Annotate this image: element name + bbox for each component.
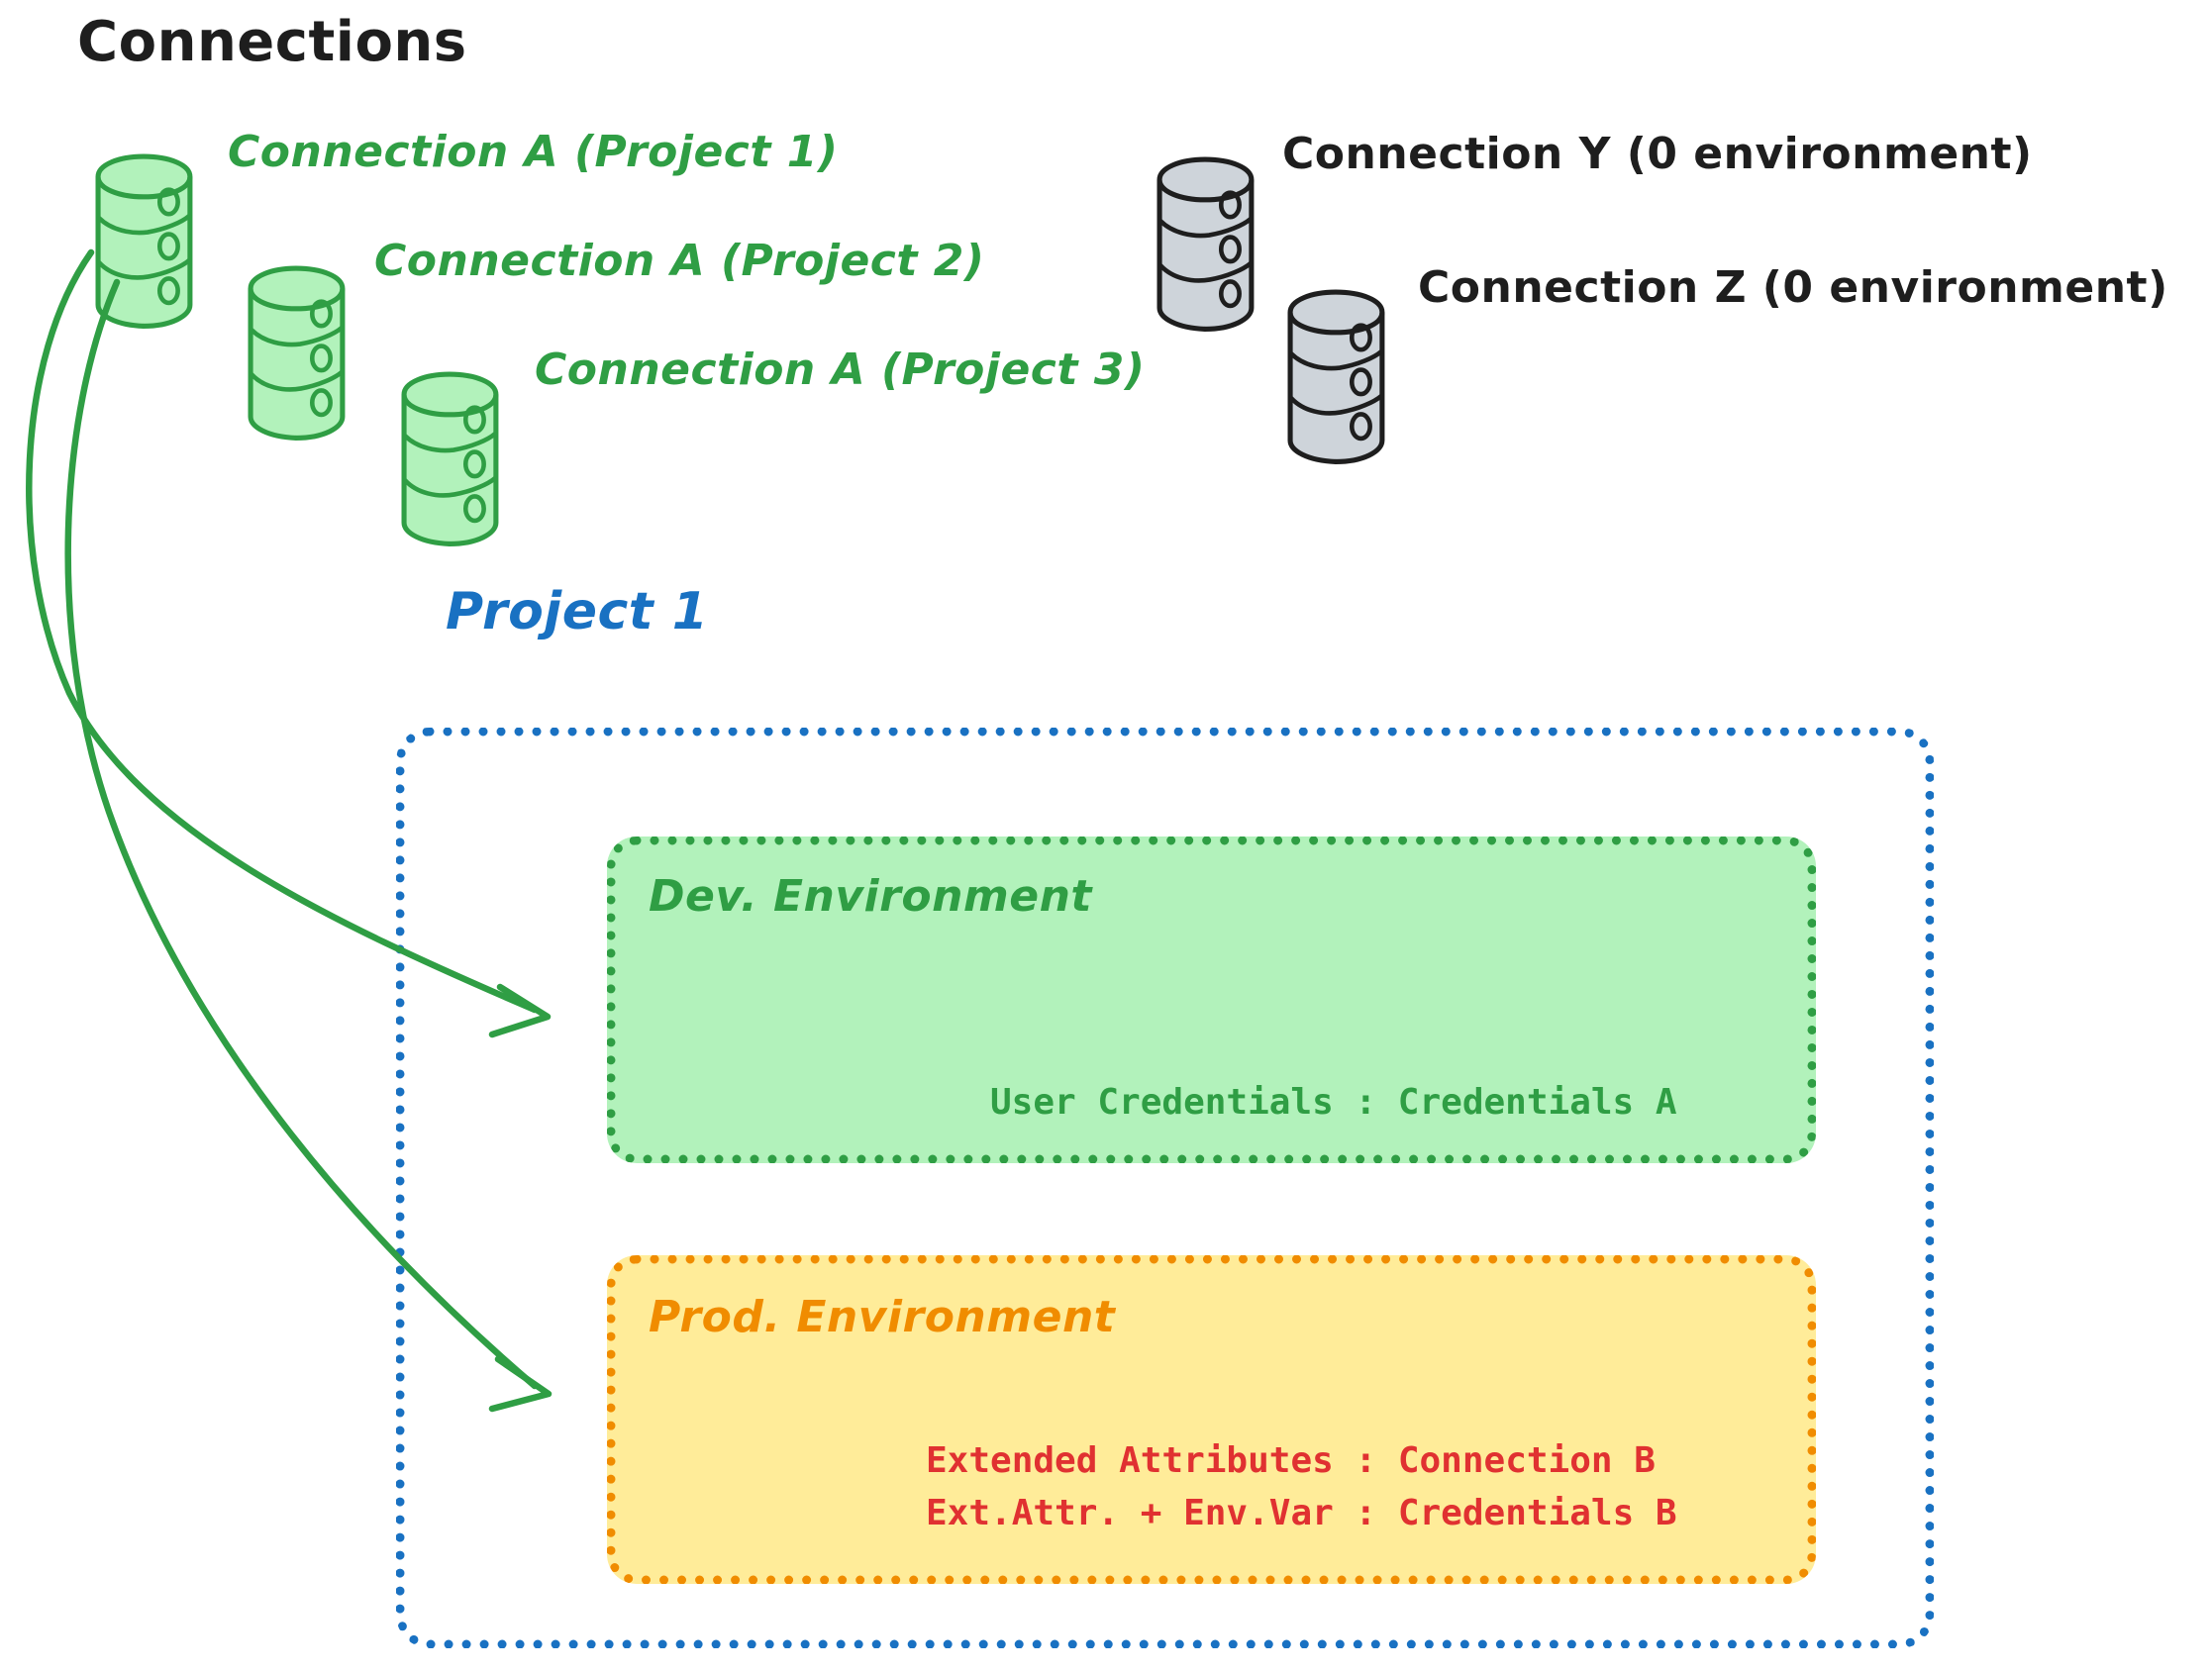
page-title: Connections xyxy=(77,10,467,74)
database-icon-connection-a-project-2 xyxy=(250,268,343,440)
database-icon-connection-y xyxy=(1158,159,1252,331)
dev-environment-title: Dev. Environment xyxy=(649,871,1092,922)
connection-label-z: Connection Z (0 environment) xyxy=(1418,262,2168,313)
connection-label-a-project-1: Connection A (Project 1) xyxy=(228,127,839,177)
database-icon-connection-a-project-1 xyxy=(97,156,190,328)
database-icon-connection-z xyxy=(1289,292,1382,463)
prod-environment-box xyxy=(607,1255,1816,1584)
prod-attributes-line-2: Ext.Attr. + Env.Var : Credentials B xyxy=(926,1493,1677,1533)
connection-label-a-project-3: Connection A (Project 3) xyxy=(535,345,1146,395)
database-icon-connection-a-project-3 xyxy=(403,374,496,545)
dev-environment-box xyxy=(607,837,1816,1163)
connection-label-y: Connection Y (0 environment) xyxy=(1282,129,2033,179)
prod-environment-title: Prod. Environment xyxy=(649,1292,1116,1342)
project-title: Project 1 xyxy=(446,582,709,641)
dev-credentials-line-1: User Credentials : Credentials A xyxy=(990,1082,1677,1123)
prod-attributes-line-1: Extended Attributes : Connection B xyxy=(926,1440,1656,1481)
connection-label-a-project-2: Connection A (Project 2) xyxy=(374,236,985,286)
